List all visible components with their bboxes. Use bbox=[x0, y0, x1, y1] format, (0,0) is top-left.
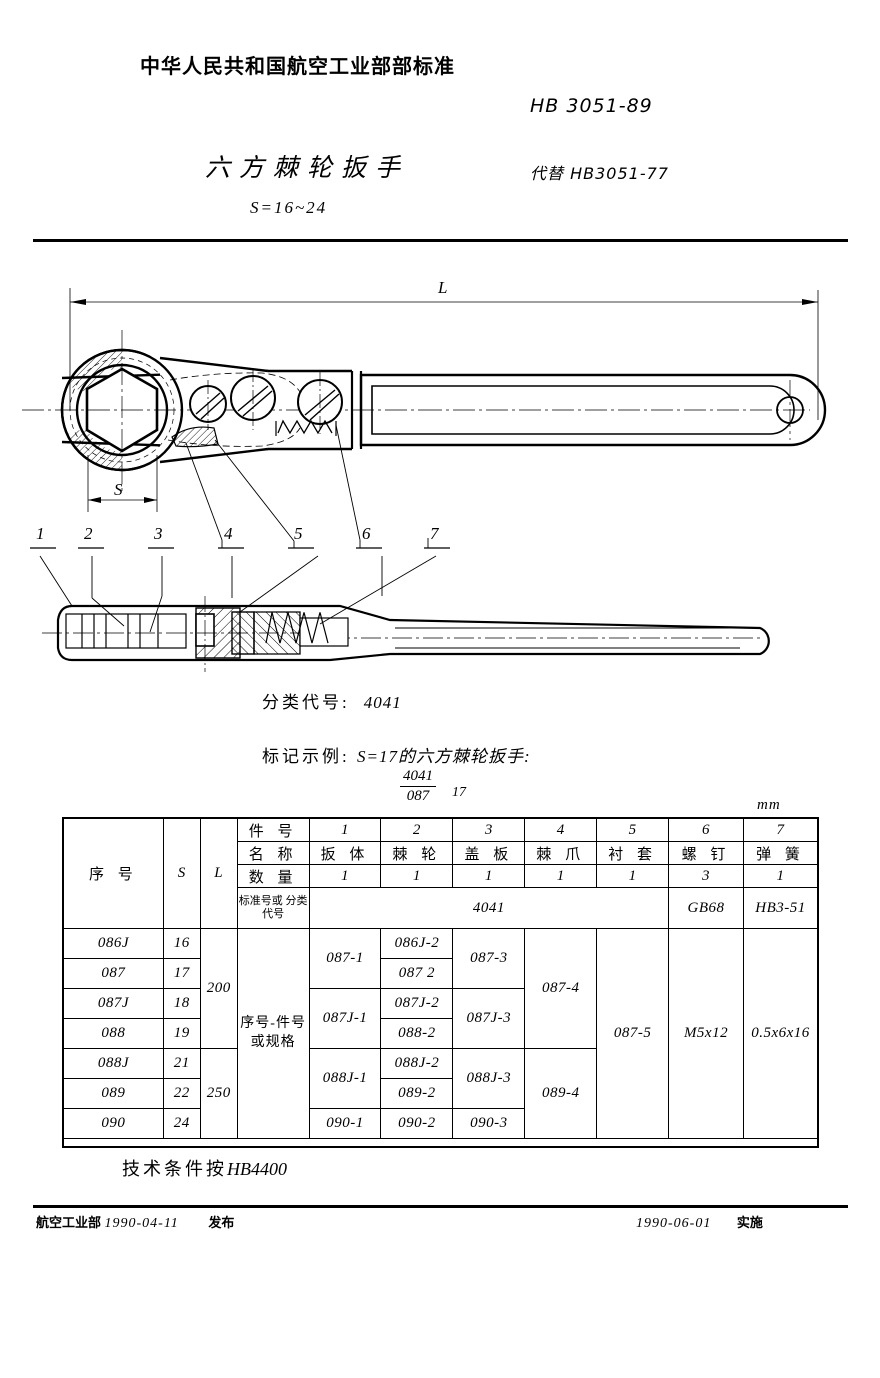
footer-issue-word: 发布 bbox=[208, 1216, 235, 1231]
marking-fraction: 4041 087 bbox=[400, 768, 436, 805]
p1-b: 087J-1 bbox=[308, 988, 382, 1049]
header-divider bbox=[33, 239, 848, 242]
classification-note: 分类代号: 4041 bbox=[262, 688, 402, 713]
part-name-2: 棘 轮 bbox=[380, 841, 454, 865]
p2-1: 086J-2 bbox=[380, 928, 454, 959]
p1-a: 087-1 bbox=[308, 928, 382, 989]
marking-label: 标记示例: bbox=[262, 747, 350, 766]
table-row: 086J 16 200 序号-件号 或规格 087-1 086J-2 087-3… bbox=[63, 928, 819, 1139]
p4-b: 089-4 bbox=[524, 1048, 598, 1139]
dimension-S: S bbox=[114, 480, 123, 499]
p2-7: 090-2 bbox=[380, 1108, 454, 1139]
part-name-3: 盖 板 bbox=[452, 841, 526, 865]
part-name-1: 扳 体 bbox=[308, 841, 382, 865]
p6: M5x12 bbox=[668, 928, 744, 1139]
p5: 087-5 bbox=[596, 928, 670, 1139]
marking-suffix: 17 bbox=[452, 785, 466, 800]
callout-3: 3 bbox=[154, 524, 163, 543]
seq-1: 086J bbox=[63, 928, 164, 959]
classification-value: 4041 bbox=[363, 693, 402, 712]
size-range: S=16~24 bbox=[250, 198, 328, 217]
table-row: 087 17 087 2 bbox=[63, 958, 818, 989]
qty-3: 1 bbox=[452, 864, 526, 888]
p7: 0.5x6x16 bbox=[742, 928, 819, 1139]
table-outer-border bbox=[62, 817, 819, 1148]
footer-right: 1990-06-01 实施 bbox=[636, 1212, 763, 1232]
classification-label: 分类代号: bbox=[262, 693, 350, 712]
footer-issuer: 航空工业部 bbox=[36, 1216, 102, 1231]
table-row: 088 19 088-2 bbox=[63, 1018, 818, 1049]
callout-1: 1 bbox=[36, 524, 45, 543]
callout-4: 4 bbox=[224, 524, 233, 543]
p1-d: 090-1 bbox=[308, 1108, 382, 1139]
tech-label: 技术条件按 bbox=[122, 1159, 227, 1179]
part-no-5: 5 bbox=[596, 818, 670, 842]
seq-3: 087J bbox=[63, 988, 164, 1019]
qty-7: 1 bbox=[742, 864, 819, 888]
footer-left: 航空工业部 1990-04-11 发布 bbox=[36, 1212, 234, 1232]
spec-merged-label: 序号-件号 或规格 bbox=[236, 928, 310, 1139]
p3-a: 087-3 bbox=[452, 928, 526, 989]
l-group-1: 200 bbox=[199, 928, 238, 1049]
row-header-qty: 数 量 bbox=[236, 864, 310, 888]
p1-c: 088J-1 bbox=[308, 1048, 382, 1109]
standard-number: HB 3051-89 bbox=[530, 95, 653, 117]
technical-condition: 技术条件按HB4400 bbox=[122, 1155, 287, 1181]
footer-effective-word: 实施 bbox=[736, 1216, 763, 1231]
standard-4041: 4041 bbox=[308, 887, 670, 929]
marking-example-note: 标记示例: S=17的六方棘轮扳手: bbox=[262, 742, 531, 767]
table-row: 名 称 扳 体 棘 轮 盖 板 棘 爪 衬 套 螺 钉 弹 簧 bbox=[64, 841, 819, 865]
table-row: 089 22 089-2 bbox=[63, 1078, 818, 1109]
marking-value: S=17的六方棘轮扳手: bbox=[356, 747, 531, 766]
tech-value: HB4400 bbox=[227, 1159, 287, 1179]
footer-divider bbox=[33, 1205, 848, 1208]
footer-effective-date: 1990-06-01 bbox=[636, 1216, 712, 1231]
standard-spring: HB3-51 bbox=[742, 887, 819, 929]
qty-4: 1 bbox=[524, 864, 598, 888]
callout-6: 6 bbox=[362, 524, 371, 543]
s-2: 17 bbox=[162, 958, 201, 989]
p3-c: 088J-3 bbox=[452, 1048, 526, 1109]
specification-table: 序 号 S L 件 号 1 2 3 4 5 6 7 名 称 扳 体 棘 轮 盖 … bbox=[63, 818, 819, 1139]
page-title: 六方棘轮扳手 bbox=[205, 153, 410, 182]
s-7: 24 bbox=[162, 1108, 201, 1139]
table-row: 标准号或 分类代号 4041 GB68 HB3-51 bbox=[64, 887, 819, 929]
s-6: 22 bbox=[162, 1078, 201, 1109]
l-group-2: 250 bbox=[199, 1048, 238, 1139]
p2-4: 088-2 bbox=[380, 1018, 454, 1049]
qty-2: 1 bbox=[380, 864, 454, 888]
p3-d: 090-3 bbox=[452, 1108, 526, 1139]
callout-5: 5 bbox=[294, 524, 303, 543]
s-3: 18 bbox=[162, 988, 201, 1019]
callout-7: 7 bbox=[430, 524, 439, 543]
part-name-5: 衬 套 bbox=[596, 841, 670, 865]
part-no-3: 3 bbox=[452, 818, 526, 842]
p4-a: 087-4 bbox=[524, 928, 598, 1049]
dimension-L: L bbox=[438, 278, 448, 297]
table-row: 088J 21 250 088J-1 088J-2 088J-3 089-4 bbox=[63, 1048, 818, 1139]
col-header-l: L bbox=[199, 818, 238, 929]
p2-5: 088J-2 bbox=[380, 1048, 454, 1079]
replaces-note: 代替 HB3051-77 bbox=[530, 164, 669, 183]
table-row: 090 24 090-1 090-2 090-3 bbox=[63, 1108, 818, 1139]
part-name-6: 螺 钉 bbox=[668, 841, 744, 865]
ministry-title: 中华人民共和国航空工业部部标准 bbox=[140, 54, 455, 78]
callout-2: 2 bbox=[84, 524, 93, 543]
marking-denominator: 087 bbox=[406, 788, 430, 804]
marking-numerator: 4041 bbox=[400, 768, 436, 787]
footer-issue-date: 1990-04-11 bbox=[104, 1216, 179, 1231]
unit-label: mm bbox=[757, 797, 781, 813]
p2-6: 089-2 bbox=[380, 1078, 454, 1109]
